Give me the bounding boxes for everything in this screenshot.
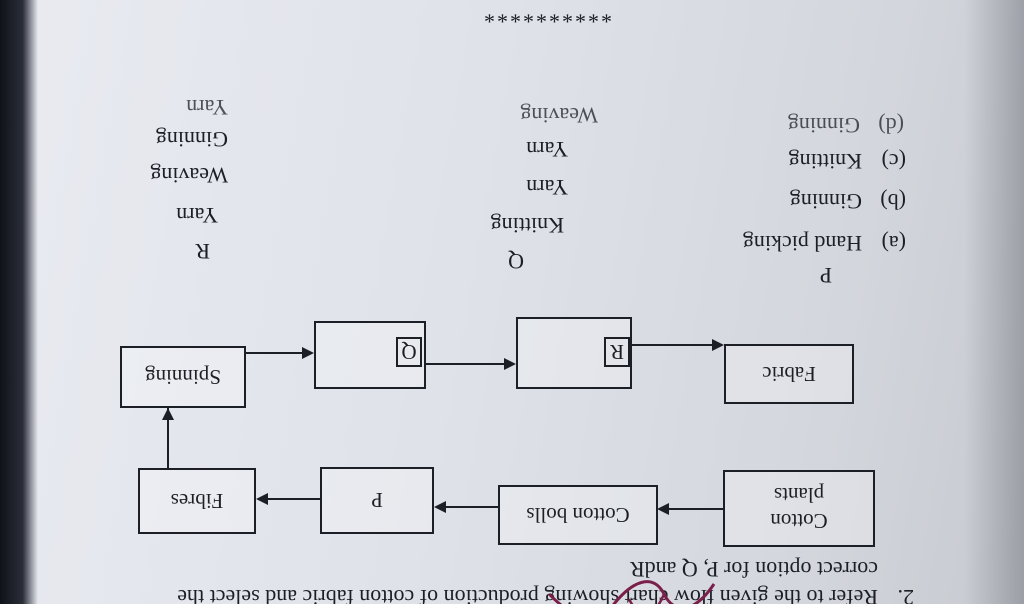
r-box-label: R — [604, 337, 630, 367]
option-c-p: Knitting — [788, 149, 862, 174]
page-shade — [964, 0, 1024, 604]
option-header-q: Q — [508, 249, 524, 274]
arrow-line-5 — [246, 352, 302, 354]
spinning-box: Spinning — [120, 346, 246, 408]
option-c-r: Ginning — [155, 127, 228, 152]
arrow-head-2 — [434, 501, 446, 513]
p-box-label: P — [371, 488, 383, 513]
cotton-bolls-box: Cotton bolls — [498, 485, 658, 545]
fabric-label: Fabric — [762, 362, 816, 386]
option-d-p: Ginning — [787, 113, 860, 138]
option-a-label: (a) — [881, 231, 906, 256]
arrow-head-3 — [256, 493, 268, 505]
arrow-head-4 — [162, 408, 174, 420]
arrow-line-3 — [268, 498, 320, 500]
r-box: R — [516, 317, 632, 389]
arrow-head-1 — [657, 503, 669, 515]
option-d-r: Yarn — [186, 95, 228, 120]
option-b-p: Ginning — [789, 189, 862, 214]
option-c-label: (c) — [881, 149, 906, 174]
fibres-box: Fibres — [138, 468, 256, 534]
question-line-1: Refer to the given flow chart showing pr… — [177, 585, 878, 604]
cotton-plants-box: Cotton plants — [723, 470, 875, 547]
arrow-head-5 — [302, 347, 314, 359]
question-number: 2. — [897, 585, 915, 604]
option-c-q: Yarn — [526, 137, 568, 162]
cotton-plants-label: Cotton plants — [770, 483, 828, 534]
arrow-head-7 — [712, 339, 724, 351]
dark-edge — [0, 0, 38, 604]
q-box-label: Q — [396, 337, 422, 367]
q-box: Q — [314, 321, 426, 389]
option-a-p: Hand picking — [742, 231, 862, 256]
arrow-line-1 — [669, 508, 723, 510]
option-header-r: R — [195, 239, 210, 264]
separator-stars: ********** — [482, 3, 612, 28]
option-header-p: P — [819, 263, 832, 288]
handwritten-scribble — [547, 580, 716, 604]
option-b-label: (b) — [880, 189, 906, 214]
spinning-label: Spinning — [145, 365, 221, 389]
option-a-q: Knitting — [490, 213, 564, 238]
cotton-bolls-label: Cotton bolls — [526, 503, 630, 527]
option-a-r: Yarn — [176, 203, 218, 228]
arrow-line-2 — [446, 506, 498, 508]
option-b-r: Weaving — [150, 163, 228, 188]
fibres-label: Fibres — [170, 489, 224, 513]
arrow-line-6 — [426, 363, 504, 365]
arrow-head-6 — [504, 358, 516, 370]
arrow-line-7 — [632, 344, 713, 346]
p-box: P — [320, 467, 434, 534]
fabric-box: Fabric — [724, 344, 854, 404]
option-d-q: Weaving — [520, 103, 598, 128]
option-d-label: (d) — [878, 113, 904, 138]
option-b-q: Yarn — [526, 175, 568, 200]
